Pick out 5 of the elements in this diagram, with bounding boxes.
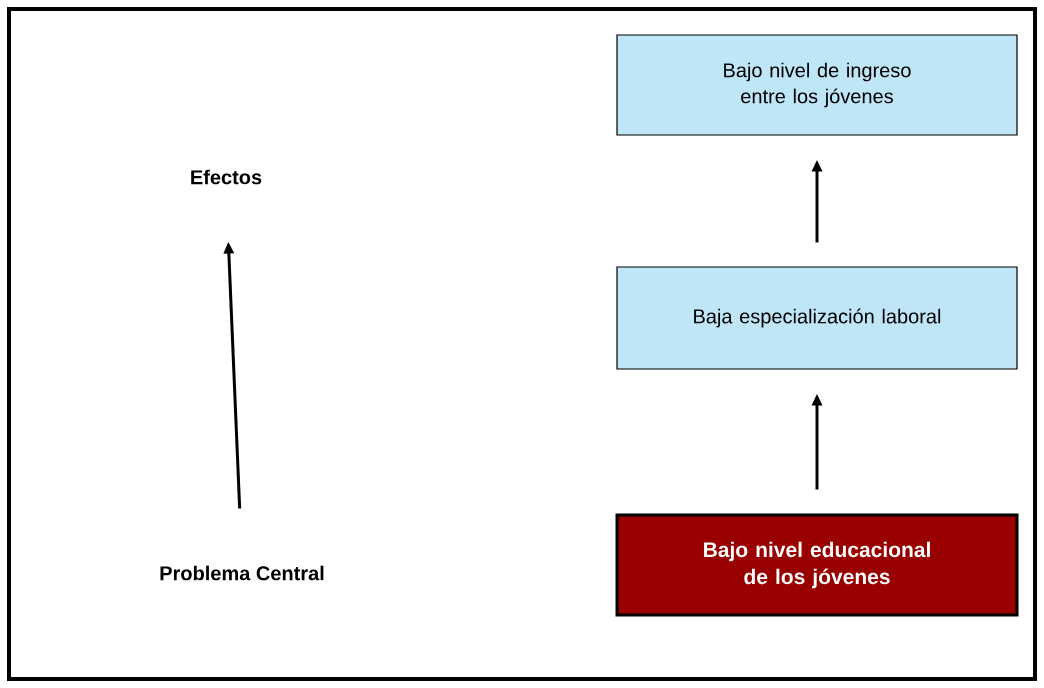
- effect-box: Baja especialización laboral: [616, 266, 1018, 370]
- heading-text: Efectos: [191, 169, 262, 185]
- effect-box: Bajo nivel de ingreso entre los jóvenes: [616, 34, 1018, 136]
- heading-text: Problema Central: [160, 565, 324, 581]
- problem-box: Bajo nivel educacional de los jóvenes: [615, 513, 1019, 617]
